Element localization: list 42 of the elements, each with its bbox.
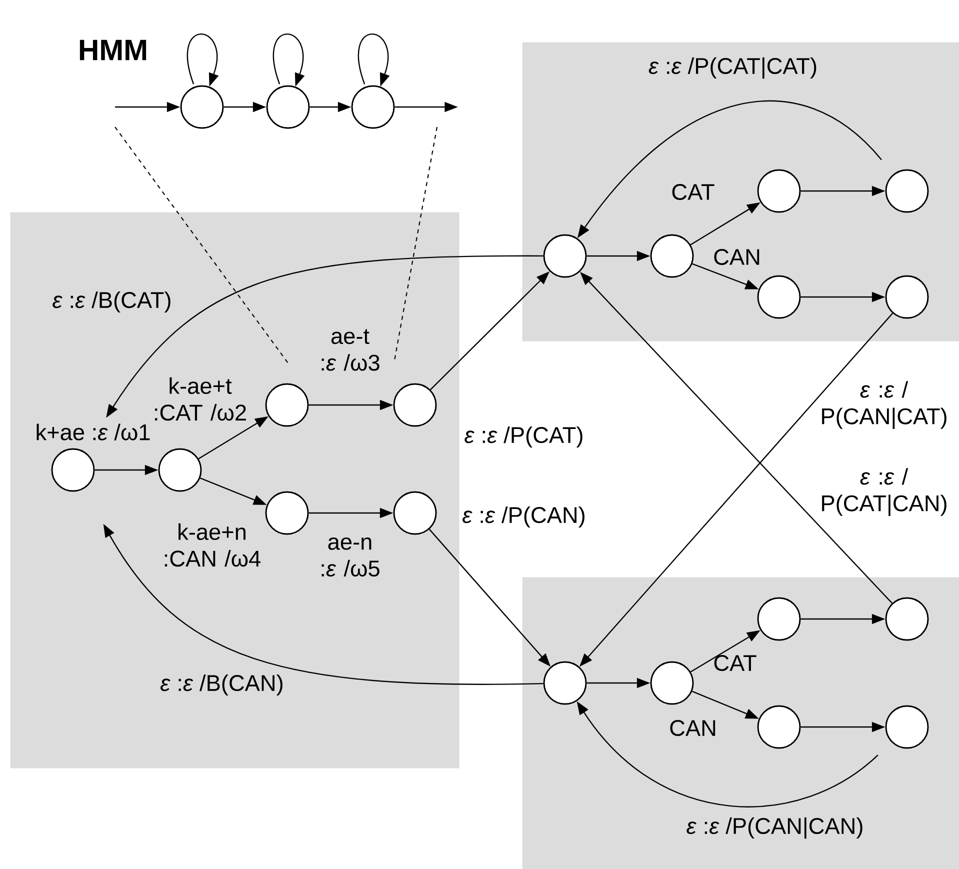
state-circle [757, 705, 801, 749]
state-circle [158, 448, 202, 492]
edge-label: ae-t :ε /ω3 [322, 329, 380, 371]
state-circle [757, 169, 801, 213]
state-circle [885, 275, 929, 319]
state-circle [265, 383, 309, 427]
edge-label: ε :ε /P(CAN) [462, 506, 584, 528]
panel [522, 577, 959, 869]
state-circle [650, 234, 694, 278]
panel [10, 212, 460, 768]
edge-label: k+ae :ε /ω1 [36, 424, 150, 440]
panel [522, 42, 959, 342]
edge-label: ε :ε /P(CAT) [464, 426, 582, 448]
state-circle [757, 275, 801, 319]
state-circle [650, 661, 694, 705]
state-circle [393, 383, 437, 427]
state-circle [393, 491, 437, 535]
state-circle [757, 597, 801, 641]
edge-label: CAT [672, 184, 714, 200]
state-circle [885, 169, 929, 213]
state-circle [180, 85, 224, 129]
edge-label: ε :ε /P(CAT|CAT) [648, 57, 816, 79]
edge-label: ε :ε /B(CAT) [52, 291, 170, 313]
edge-label: CAN [714, 248, 760, 266]
edge-label: k-ae+t :CAT /ω2 [155, 377, 246, 421]
edge-label: ε :ε /P(CAN|CAN) [686, 817, 862, 839]
state-circle [351, 85, 395, 129]
state-circle [543, 234, 587, 278]
state-circle [885, 705, 929, 749]
state-circle [51, 448, 95, 492]
state-circle [543, 661, 587, 705]
edge-label: k-ae+n :CAN /ω4 [164, 523, 260, 567]
title: HMM [80, 40, 146, 60]
state-circle [885, 597, 929, 641]
state-circle [265, 491, 309, 535]
edge-label: ε :ε / P(CAT|CAN) [822, 468, 946, 516]
edge-label: ε :ε / P(CAN|CAT) [822, 381, 946, 429]
state-circle [266, 85, 310, 129]
edge-label: CAN [670, 720, 716, 736]
edge-label: ε :ε /B(CAN) [160, 674, 282, 696]
edge-label: ae-n :ε /ω5 [322, 537, 380, 577]
edge-label: CAT [714, 654, 756, 672]
